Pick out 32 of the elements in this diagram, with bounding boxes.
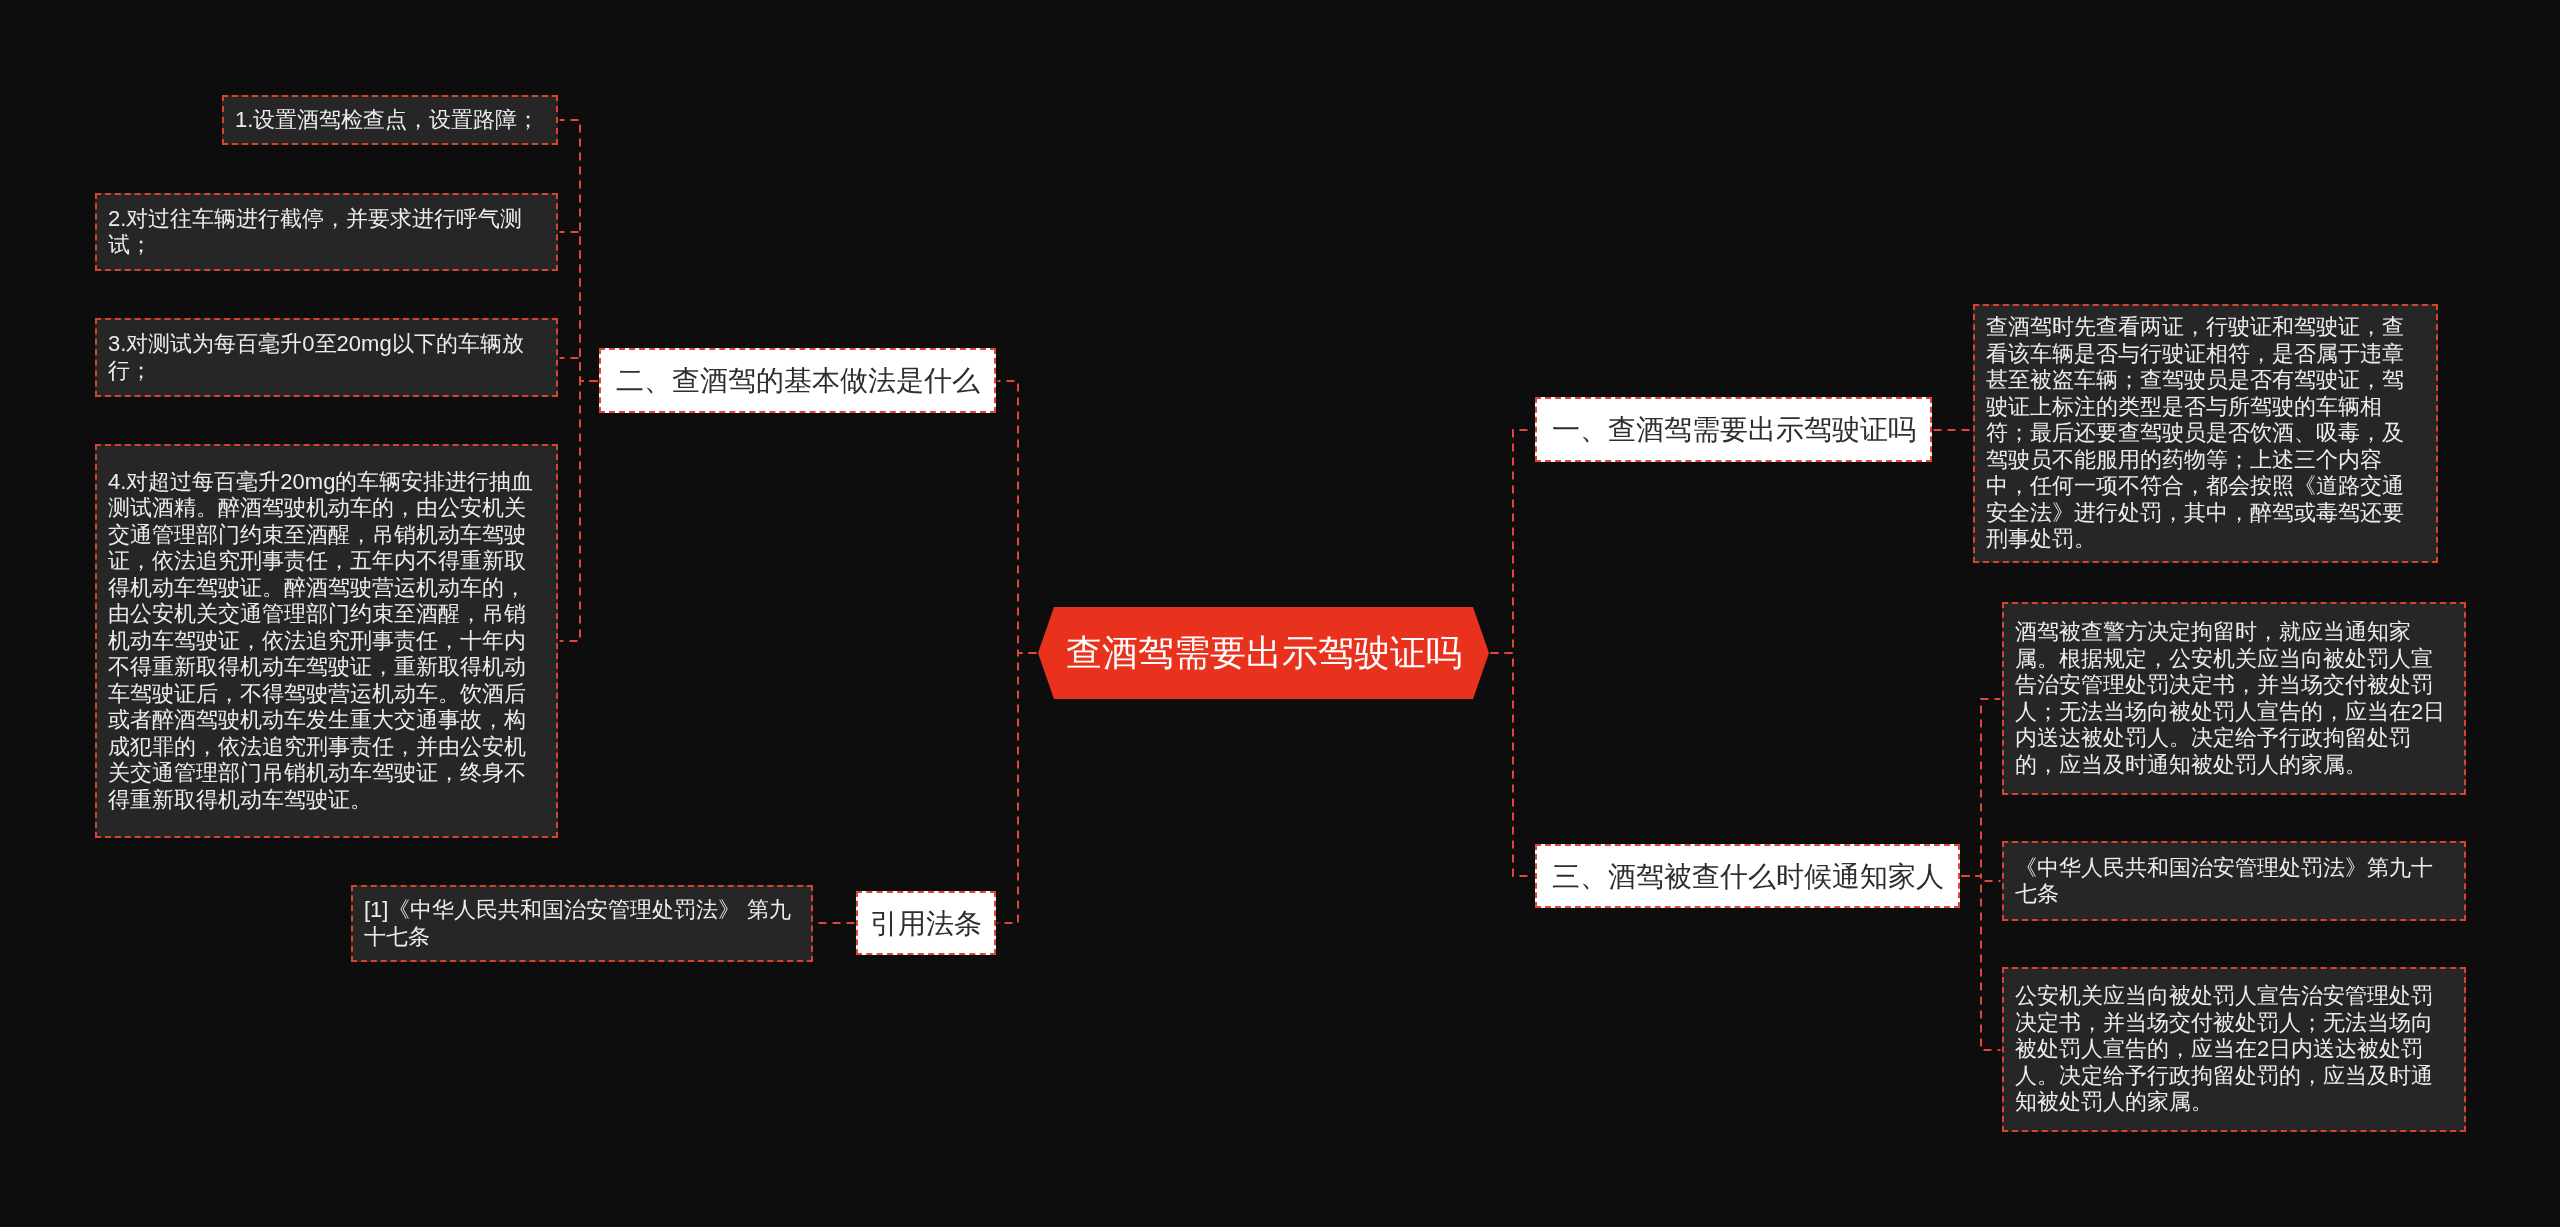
topic-title: 查酒驾需要出示驾驶证吗	[1065, 631, 1462, 675]
note-box	[2002, 841, 2466, 921]
subtopic-label: 引用法条	[870, 906, 982, 941]
note-box	[2002, 602, 2466, 795]
subtopic-label: 二、查酒驾的基本做法是什么	[615, 364, 980, 398]
note-box	[222, 95, 558, 145]
subtopic-label: 三、酒驾被查什么时候通知家人	[1551, 859, 1944, 894]
note-box	[1973, 304, 2438, 563]
subtopic-label: 一、查酒驾需要出示驾驶证吗	[1551, 413, 1916, 447]
note-text: 《中华人民共和国治安管理处罚法》第九十七条	[2015, 854, 2434, 908]
note-text: 1.设置酒驾检查点，设置路障；	[235, 106, 540, 134]
subtopic-box	[1535, 844, 1960, 908]
subtopic-box	[599, 348, 996, 413]
connector-line	[996, 652, 1038, 924]
connector-line	[1960, 875, 2002, 1051]
connector-line	[1932, 429, 1973, 431]
note-text: 公安机关应当向被处罚人宣告治安管理处罚决定书，并当场交付被处罚人；无法当场向被处罚人宣告的，应当在2日内送达被处罚人。决定给予行政拘留处罚的，应当及时通知被处罚人的家属。	[2015, 983, 2434, 1116]
central-topic	[1038, 607, 1489, 699]
note-box	[95, 193, 558, 271]
note-text: 2.对过往车辆进行截停，并要求进行呼气测试；	[108, 205, 524, 259]
subtopic-box	[1535, 397, 1932, 462]
note-box	[351, 885, 813, 962]
note-text: [1]《中华人民共和国治安管理处罚法》 第九十七条	[364, 897, 792, 950]
note-box	[95, 318, 558, 397]
note-text: 查酒驾时先查看两证，行驶证和驾驶证，查看该车辆是否与行驶证相符，是否属于违章甚至被盗车辆；查驾驶员是否有驾驶证，驾驶证上标注的类型是否与所驾驶的车辆相符；最后还要查驾驶员是否饮酒、吸毒，及驾驶员不能服用的药物等；上述三个内容中，任何一项不符合，都会按照《道路交通安全法》进行处罚，其中，醉驾或毒驾还要刑事处罚。	[1986, 314, 2405, 553]
note-text: 3.对测试为每百毫升0至20mg以下的车辆放行；	[108, 331, 525, 384]
connector-line	[558, 380, 599, 642]
note-box	[2002, 967, 2466, 1132]
note-box	[95, 444, 558, 838]
subtopic-box	[856, 891, 996, 955]
note-text: 4.对超过每百毫升20mg的车辆安排进行抽血测试酒精。醉酒驾驶机动车的，由公安机关交通管理部门约束至酒醒，吊销机动车驾驶证，依法追究刑事责任，五年内不得重新取得机动车驾驶证。醉酒驾驶营运机动车的，由公安机关交通管理部门约束至酒醒，吊销机动车驾驶证，依法追究刑事责任，十年内不得重新取得机动车驾驶证，重新取得机动车驾驶证后，不得驾驶营运机动车。饮酒后或者醉酒驾驶机动车发生重大交通事故，构成犯罪的，依法追究刑事责任，并由公安机关交通管理部门吊销机动车驾驶证，终身不得重新取得机动车驾驶证。	[108, 468, 535, 814]
note-text: 酒驾被查警方决定拘留时，就应当通知家属。根据规定，公安机关应当向被处罚人宣告治安管理处罚决定书，并当场交付被处罚人；无法当场向被处罚人宣告的，应当在2日内送达被处罚人。决定给予行政拘留处罚的，应当及时通知被处罚人的家属。	[2015, 619, 2447, 778]
